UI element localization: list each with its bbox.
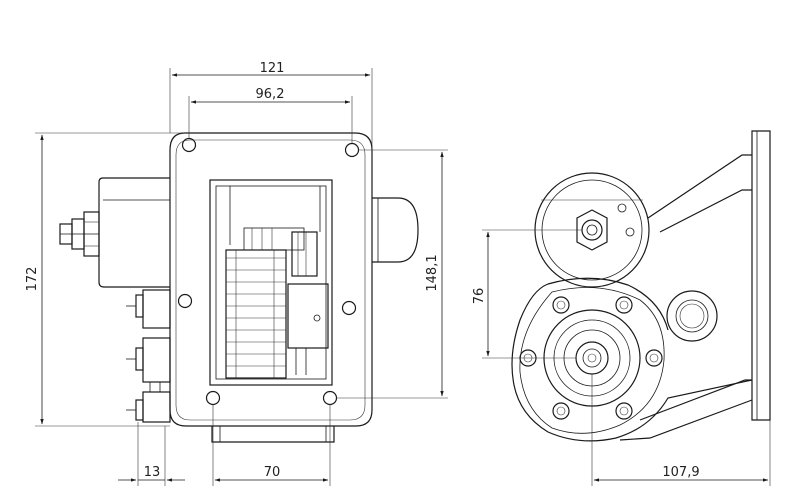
- side-view: [511, 130, 771, 442]
- right-boss: [372, 197, 419, 263]
- flange-plate: [169, 132, 373, 427]
- gear: [225, 249, 287, 379]
- dim-top-overall: 121: [260, 61, 285, 76]
- dim-left-height: 172: [25, 267, 40, 292]
- side-bolt-holes: [519, 296, 663, 420]
- front-view: [59, 132, 419, 443]
- dim-top-inner: 96,2: [256, 87, 285, 102]
- mounting-holes: [177, 137, 360, 406]
- window-opening: [209, 179, 333, 386]
- dim-side-width: 107,9: [662, 465, 699, 480]
- front-dimensions: 121 96,2 172 148,1 13 70: [25, 61, 448, 486]
- dim-bottom-mid: 70: [264, 465, 281, 480]
- side-boss: [666, 290, 718, 342]
- side-bracket: [619, 154, 753, 441]
- dim-right-height: 148,1: [425, 254, 440, 291]
- dim-bottom-left: 13: [144, 465, 161, 480]
- terminal-studs: [126, 289, 171, 423]
- rear-housing: [98, 177, 170, 288]
- shaft-assembly: [243, 227, 329, 375]
- flange-plate-inner-edge: [175, 139, 366, 421]
- dim-side-height: 76: [472, 288, 487, 305]
- side-flange: [751, 130, 771, 421]
- hydraulic-fitting: [59, 211, 100, 257]
- side-dimensions: 76 107,9: [472, 229, 771, 486]
- bottom-bracket: [211, 426, 335, 443]
- side-body: [511, 277, 753, 442]
